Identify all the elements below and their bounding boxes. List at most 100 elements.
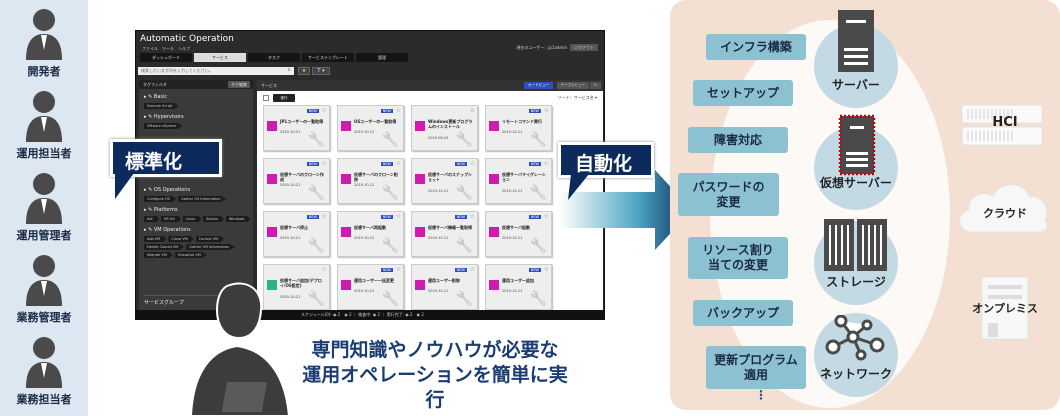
tag-group-label[interactable]: ▸ ✎ Basic (144, 94, 168, 100)
main-title: サービス (261, 83, 277, 88)
tag-chip[interactable]: Delete Cloned VM (144, 244, 185, 250)
wrench-icon: 🔧 (307, 132, 325, 148)
star-icon[interactable]: ☆ (395, 160, 401, 167)
user-role: 業務担当者 (0, 334, 88, 407)
star-icon[interactable]: ☆ (543, 266, 549, 273)
tag-group-label[interactable]: ▸ ✎ VM Operations (144, 227, 191, 233)
star-icon[interactable]: ☆ (395, 266, 401, 273)
tab-3[interactable]: サービステンプレート (302, 53, 354, 62)
service-icon (341, 227, 351, 237)
service-date: 2019-10-21 (502, 236, 523, 240)
star-icon[interactable]: ☆ (469, 213, 475, 220)
star-icon[interactable]: ☆ (469, 266, 475, 273)
tab-4[interactable]: 管理 (356, 53, 408, 62)
tag-chip[interactable]: Linux (182, 216, 202, 222)
tab-0[interactable]: ダッシュボード (140, 53, 192, 62)
star-icon[interactable]: ☆ (543, 160, 549, 167)
search-icon[interactable]: ⌕ (284, 67, 294, 75)
star-icon[interactable]: ☆ (321, 213, 327, 220)
run-button[interactable]: 実行 (273, 94, 295, 102)
tag-group-name: Hypervisors (153, 114, 184, 120)
tag-chip[interactable]: Configure OS (144, 196, 177, 202)
service-date: 2019-10-21 (280, 236, 301, 240)
wrench-icon: 🔧 (455, 132, 473, 148)
tag-chip[interactable]: Migrate VM (144, 252, 173, 258)
service-date: 2019-10-21 (502, 189, 523, 193)
tag-chip[interactable]: HP-UX (160, 216, 181, 222)
sort-select[interactable]: ソート：サービス名 ▾ (557, 95, 597, 100)
role-label: 開発者 (27, 65, 61, 78)
service-group-item[interactable]: サービスグループ (144, 300, 184, 306)
star-filter-button[interactable]: ★ (298, 67, 310, 75)
new-badge: NEW (380, 109, 393, 113)
tag-chip[interactable]: Gather OS Information (178, 196, 227, 202)
service-card[interactable]: ☆仮想サーバ追加(デプロイ/OS設定)2019-10-21🔧 (263, 264, 330, 310)
tag-edit-button[interactable]: タグ編集 (228, 81, 250, 88)
tag-chip[interactable]: Snapshot VM (174, 252, 207, 258)
user-role: 開発者 (0, 6, 88, 79)
search-input[interactable]: 検索したい文字列を入力してください。 (138, 67, 294, 75)
tag-group-label[interactable]: ▸ ✎ Hypervisors (144, 114, 184, 120)
star-icon[interactable]: ☆ (395, 107, 401, 114)
tag-chip[interactable]: Gather VM Information (186, 244, 236, 250)
tag-chip[interactable]: Add VM (144, 236, 167, 242)
table-view-button[interactable]: テーブルビュー (556, 82, 589, 89)
select-all-checkbox[interactable] (263, 95, 269, 101)
tab-1[interactable]: サービス (194, 53, 246, 62)
star-icon[interactable]: ☆ (543, 107, 549, 114)
new-badge: NEW (454, 162, 467, 166)
menu-bar[interactable]: ファイル ツール ヘルプ (142, 46, 190, 51)
automate-callout: 自動化 (558, 142, 654, 178)
tag-chip[interactable]: Execute Script (144, 103, 179, 109)
person-icon (26, 173, 62, 224)
tag-group-label[interactable]: ▸ ✎ Platforms (144, 207, 178, 213)
tag-chip[interactable]: Control VM (195, 236, 224, 242)
star-icon[interactable]: ☆ (395, 213, 401, 220)
star-icon[interactable]: ☆ (469, 107, 475, 114)
operations-panel: インフラ構築セットアップ障害対応パスワードの 変更リソース割り 当ての変更バック… (670, 0, 1060, 410)
star-icon[interactable]: ☆ (469, 160, 475, 167)
star-icon[interactable]: ☆ (321, 160, 327, 167)
role-label: 運用担当者 (16, 147, 72, 160)
ellipsis: ⋮ (755, 388, 767, 402)
wrench-icon: 🔧 (529, 185, 547, 201)
person-icon (26, 91, 62, 142)
star-icon[interactable]: ☆ (321, 107, 327, 114)
star-icon[interactable]: ☆ (543, 213, 549, 220)
tag-chip[interactable]: Windows (225, 216, 251, 222)
tag-chip[interactable]: Clone VM (168, 236, 194, 242)
refresh-icon[interactable]: ↻ (590, 82, 601, 89)
operation-box: バックアップ (693, 300, 793, 326)
tag-chip[interactable]: VMware vSphere (144, 123, 183, 129)
filter-dropdown-button[interactable]: T ▾ (312, 67, 330, 75)
automation-arrow (560, 170, 692, 250)
tab-2[interactable]: タスク (248, 53, 300, 62)
message-line: 運用オペレーションを簡単に実行 (302, 364, 568, 411)
tag-chip[interactable]: AIX (144, 216, 159, 222)
tag-group-label[interactable]: ▸ ✎ OS Operations (144, 187, 191, 193)
service-title: 仮想サーバ情報一覧取得 (428, 225, 472, 230)
service-date: 2019-10-21 (280, 295, 301, 299)
tag-chip[interactable]: Solaris (203, 216, 224, 222)
card-view-button[interactable]: カードビュー (524, 82, 553, 89)
star-icon[interactable]: ☆ (321, 266, 327, 273)
service-title: 仮想サーバマイグレーション (502, 172, 546, 182)
logout-button[interactable]: ログアウト (570, 44, 598, 51)
